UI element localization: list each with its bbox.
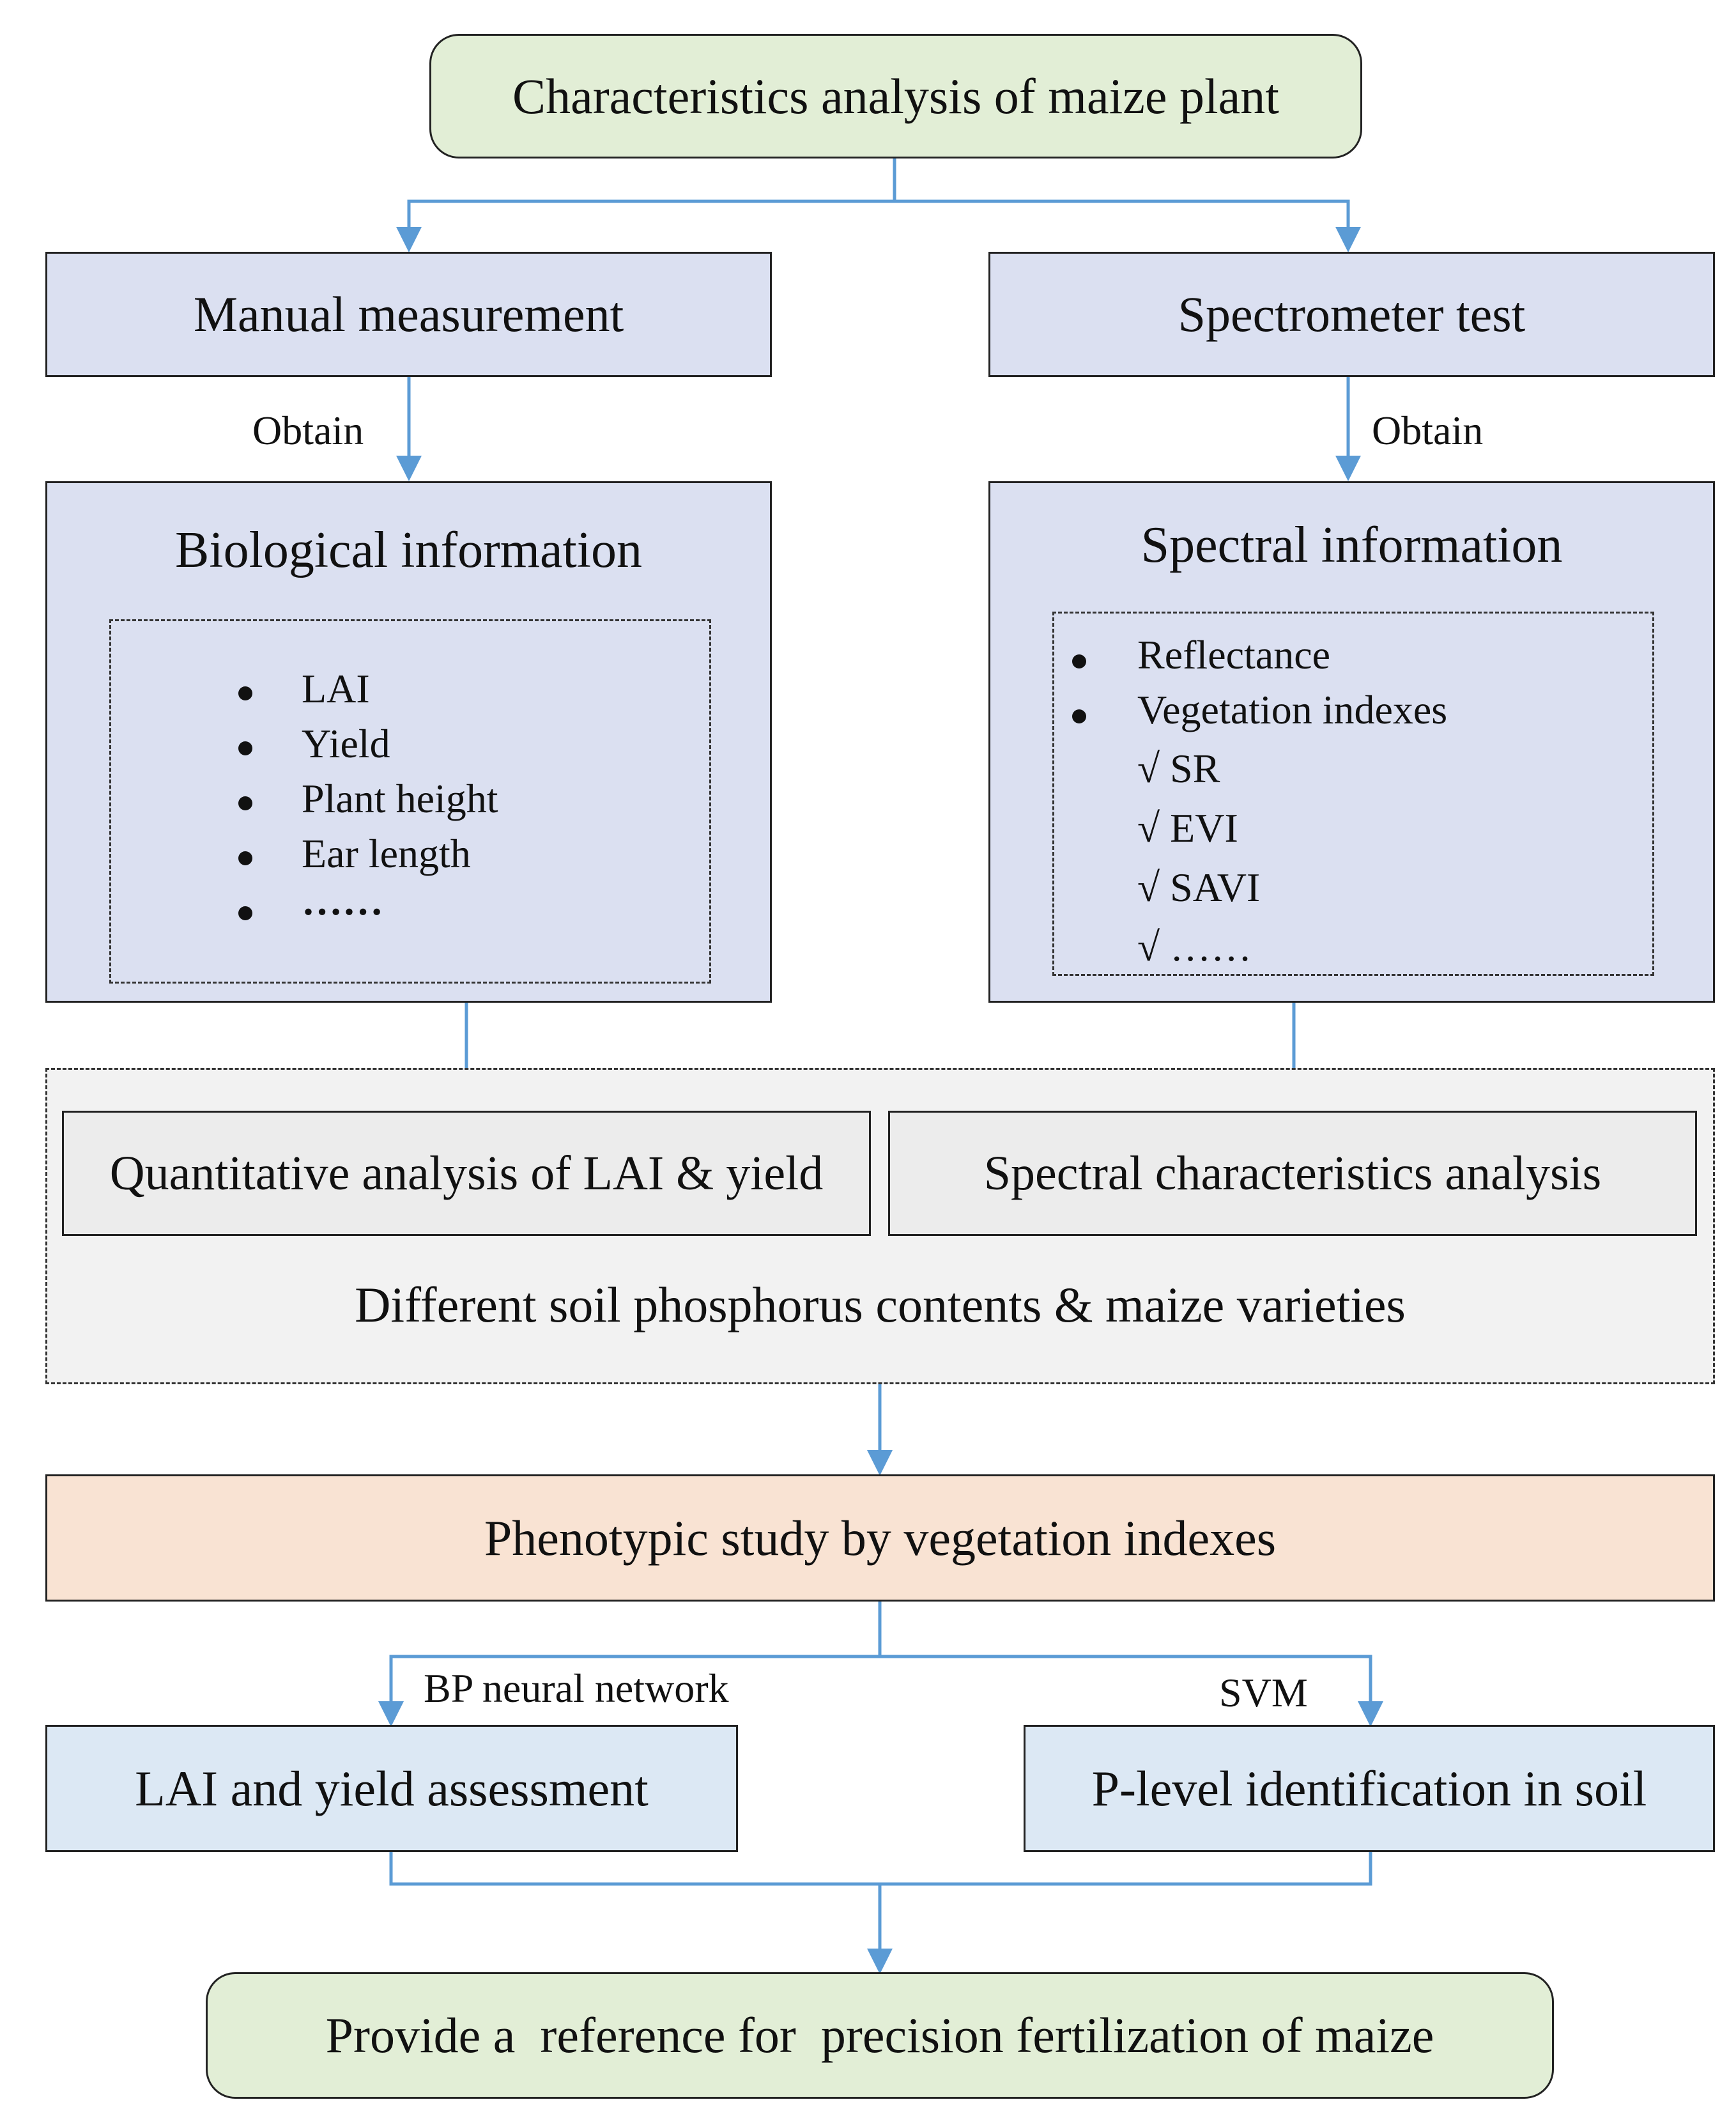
edge-label-obtain-right: Obtain bbox=[1372, 408, 1484, 453]
spectral-information-title: Spectral information bbox=[1141, 517, 1563, 573]
spectral-index-item: √ SR bbox=[1137, 746, 1220, 791]
connector-top-split bbox=[407, 157, 1348, 249]
bullet-icon bbox=[238, 851, 252, 865]
bullet-icon bbox=[238, 796, 252, 810]
biological-items-list bbox=[109, 619, 711, 984]
node-phenotypic-study: Phenotypic study by vegetation indexes bbox=[45, 1474, 1715, 1602]
node-lai-yield-assessment: LAI and yield assessment bbox=[45, 1725, 738, 1852]
spectral-index-item: √ EVI bbox=[1137, 805, 1238, 851]
node-spectral-characteristics: Spectral characteristics analysis bbox=[888, 1111, 1697, 1236]
node-spectrometer-test: Spectrometer test bbox=[988, 252, 1715, 377]
connector-merge bbox=[389, 1852, 1372, 1971]
spectral-items-list bbox=[1052, 612, 1654, 976]
spectral-bullet-item: Vegetation indexes bbox=[1137, 687, 1448, 732]
biological-information-title: Biological information bbox=[175, 522, 642, 578]
node-biological-information: Biological information LAI Yield Plant h… bbox=[45, 481, 772, 1003]
node-characteristics-analysis-label: Characteristics analysis of maize plant bbox=[512, 68, 1279, 124]
spectral-index-item: √ …… bbox=[1137, 924, 1252, 969]
spectral-index-item: √ SAVI bbox=[1137, 865, 1261, 910]
edge-label-svm: SVM bbox=[1219, 1670, 1308, 1715]
node-precision-fertilization: Provide a reference for precision fertil… bbox=[206, 1972, 1554, 2099]
edge-label-bp-neural-network: BP neural network bbox=[424, 1665, 729, 1711]
bullet-icon bbox=[238, 906, 252, 920]
biological-item: Plant height bbox=[302, 776, 498, 821]
edge-label-obtain-left: Obtain bbox=[252, 408, 364, 453]
biological-item: …… bbox=[302, 878, 383, 923]
biological-item: Yield bbox=[302, 721, 390, 766]
node-manual-measurement: Manual measurement bbox=[45, 252, 772, 377]
node-quantitative-analysis-label: Quantitative analysis of LAI & yield bbox=[109, 1146, 824, 1200]
bullet-icon bbox=[1072, 654, 1086, 668]
zone-caption: Different soil phosphorus contents & mai… bbox=[355, 1277, 1406, 1332]
node-lai-yield-assessment-label: LAI and yield assessment bbox=[135, 1760, 649, 1816]
bullet-icon bbox=[1072, 709, 1086, 723]
biological-item: LAI bbox=[302, 666, 370, 711]
biological-item: Ear length bbox=[302, 831, 471, 876]
node-quantitative-analysis: Quantitative analysis of LAI & yield bbox=[62, 1111, 871, 1236]
node-spectral-information: Spectral information Reflectance Vegetat… bbox=[988, 481, 1715, 1003]
spectral-bullet-item: Reflectance bbox=[1137, 632, 1330, 677]
node-spectral-characteristics-label: Spectral characteristics analysis bbox=[983, 1146, 1602, 1200]
node-p-level-identification: P-level identification in soil bbox=[1024, 1725, 1715, 1852]
node-p-level-identification-label: P-level identification in soil bbox=[1091, 1760, 1647, 1816]
bullet-icon bbox=[238, 741, 252, 755]
bullet-icon bbox=[238, 686, 252, 700]
node-spectrometer-test-label: Spectrometer test bbox=[1178, 286, 1526, 342]
node-phenotypic-study-label: Phenotypic study by vegetation indexes bbox=[484, 1510, 1277, 1566]
node-precision-fertilization-label: Provide a reference for precision fertil… bbox=[325, 2007, 1434, 2063]
node-manual-measurement-label: Manual measurement bbox=[193, 286, 624, 342]
node-characteristics-analysis: Characteristics analysis of maize plant bbox=[429, 34, 1362, 158]
